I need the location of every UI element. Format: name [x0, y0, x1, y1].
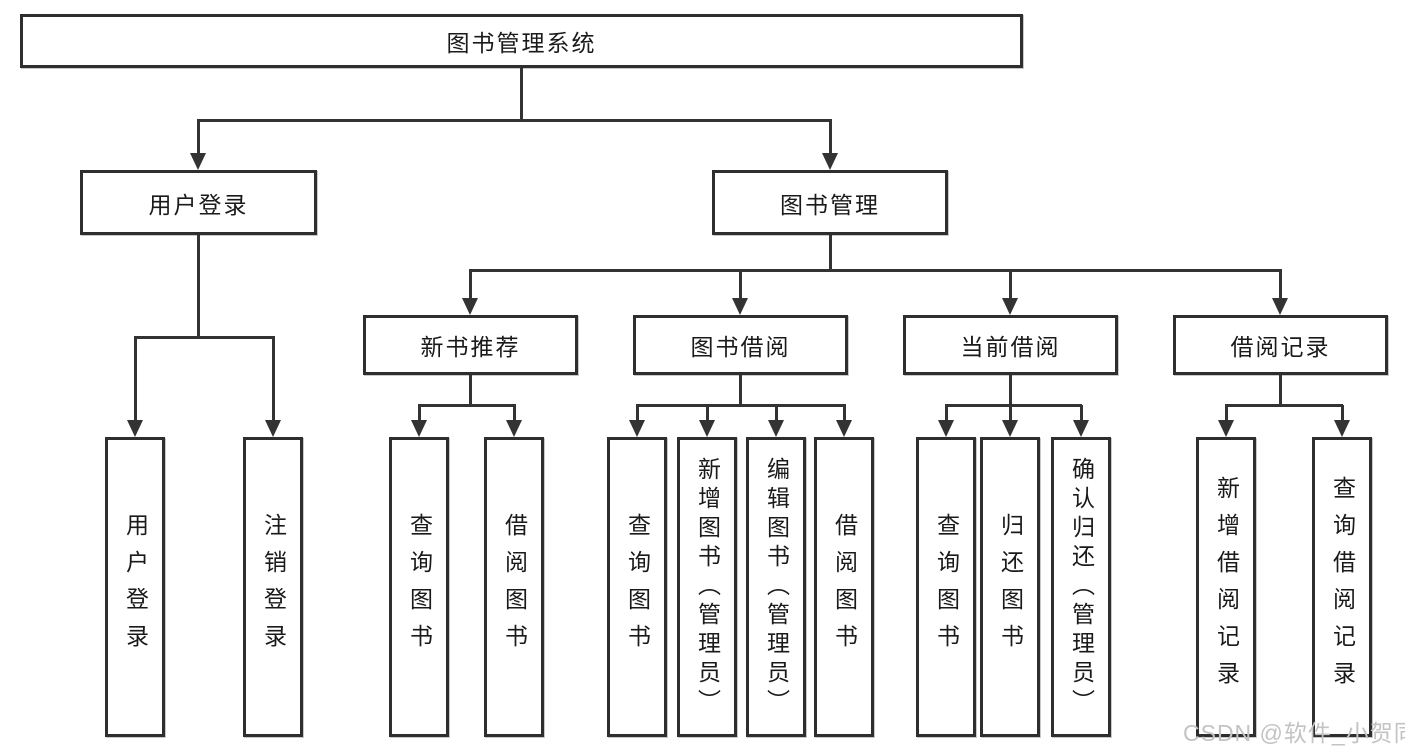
- arrow-down-icon: [1218, 420, 1234, 437]
- arrow-down-icon: [732, 298, 748, 315]
- connector-root-stem: [520, 68, 523, 122]
- connector-drop: [1009, 405, 1012, 422]
- node-current-borrow: 当前借阅: [903, 315, 1118, 375]
- leaf-current-confirm: 确认归还（管理员）: [1051, 437, 1111, 737]
- arrow-down-icon: [629, 420, 645, 437]
- connector-drop-user-login: [197, 120, 200, 156]
- leaf-logout: 注销登录: [243, 437, 303, 737]
- arrow-down-icon: [938, 420, 954, 437]
- connector-drop: [1341, 405, 1344, 422]
- leaf-borrow-edit-label: 编辑图书（管理员）: [763, 456, 790, 718]
- arrow-down-icon: [1272, 298, 1288, 315]
- leaf-user-login: 用户登录: [105, 437, 165, 737]
- node-user-login-label: 用户登录: [148, 191, 249, 218]
- arrow-down-icon: [127, 420, 143, 437]
- connector-drop: [1225, 405, 1228, 422]
- arrow-down-icon: [1002, 298, 1018, 315]
- leaf-newbooks-query-label: 查询图书: [406, 513, 433, 661]
- arrow-down-icon: [462, 298, 478, 315]
- connector-drop: [469, 270, 472, 300]
- node-new-books: 新书推荐: [363, 315, 578, 375]
- connector-drop: [706, 405, 709, 422]
- leaf-records-add-label: 新增借阅记录: [1213, 476, 1240, 698]
- watermark: CSDN @软件_小贺同学: [1183, 720, 1405, 746]
- leaf-records-add: 新增借阅记录: [1196, 437, 1256, 737]
- connector-drop: [843, 405, 846, 422]
- leaf-current-return-label: 归还图书: [997, 513, 1024, 661]
- arrow-down-icon: [768, 420, 784, 437]
- connector-bookmgmt-bar: [469, 269, 1282, 272]
- leaf-newbooks-borrow: 借阅图书: [484, 437, 544, 737]
- arrow-down-icon: [190, 153, 206, 170]
- leaf-newbooks-query: 查询图书: [389, 437, 449, 737]
- connector-currentborrow-bar: [945, 404, 1082, 407]
- node-book-borrow-label: 图书借阅: [690, 334, 791, 360]
- node-book-borrow: 图书借阅: [633, 315, 848, 375]
- connector-userlogin-bar: [134, 336, 275, 339]
- arrow-down-icon: [411, 420, 427, 437]
- leaf-borrow-add-label: 新增图书（管理员）: [694, 456, 721, 718]
- leaf-current-query-label: 查询图书: [933, 513, 960, 661]
- connector-records-stem: [1279, 375, 1282, 406]
- connector-drop: [636, 405, 639, 422]
- connector-bookborrow-bar: [636, 404, 846, 407]
- arrow-down-icon: [699, 420, 715, 437]
- connector-drop-book-mgmt: [829, 120, 832, 156]
- connector-drop: [513, 405, 516, 422]
- leaf-current-query: 查询图书: [916, 437, 976, 737]
- leaf-records-query: 查询借阅记录: [1312, 437, 1372, 737]
- leaf-newbooks-borrow-label: 借阅图书: [501, 513, 528, 661]
- leaf-borrow-add: 新增图书（管理员）: [677, 437, 737, 737]
- arrow-down-icon: [836, 420, 852, 437]
- leaf-borrow-edit: 编辑图书（管理员）: [746, 437, 806, 737]
- arrow-down-icon: [265, 420, 281, 437]
- connector-newbooks-bar: [418, 404, 516, 407]
- arrow-down-icon: [506, 420, 522, 437]
- node-current-borrow-label: 当前借阅: [960, 334, 1061, 360]
- node-book-mgmt: 图书管理: [712, 170, 948, 235]
- node-book-mgmt-label: 图书管理: [780, 191, 880, 218]
- leaf-borrow-book-label: 借阅图书: [831, 513, 858, 661]
- arrow-down-icon: [1334, 420, 1350, 437]
- leaf-borrow-query-label: 查询图书: [624, 513, 651, 661]
- leaf-borrow-book: 借阅图书: [814, 437, 874, 737]
- connector-drop: [418, 405, 421, 422]
- arrow-down-icon: [1073, 420, 1089, 437]
- connector-drop: [1279, 270, 1282, 300]
- leaf-current-confirm-label: 确认归还（管理员）: [1068, 456, 1095, 718]
- connector-drop: [1080, 405, 1083, 422]
- connector-newbooks-stem: [469, 375, 472, 406]
- connector-drop: [272, 337, 275, 422]
- connector-records-bar: [1225, 404, 1343, 407]
- connector-root-bar: [197, 119, 832, 122]
- node-borrow-records: 借阅记录: [1173, 315, 1388, 375]
- connector-drop: [775, 405, 778, 422]
- leaf-current-return: 归还图书: [980, 437, 1040, 737]
- leaf-user-login-label: 用户登录: [122, 513, 149, 661]
- leaf-borrow-query: 查询图书: [607, 437, 667, 737]
- connector-drop: [134, 337, 137, 422]
- connector-drop: [739, 270, 742, 300]
- leaf-records-query-label: 查询借阅记录: [1329, 476, 1356, 698]
- node-user-login: 用户登录: [80, 170, 317, 235]
- leaf-logout-label: 注销登录: [260, 513, 287, 661]
- node-root-label: 图书管理系统: [446, 30, 597, 56]
- node-borrow-records-label: 借阅记录: [1230, 334, 1331, 360]
- arrow-down-icon: [1002, 420, 1018, 437]
- node-root: 图书管理系统: [20, 14, 1023, 68]
- node-new-books-label: 新书推荐: [420, 334, 521, 360]
- connector-userlogin-stem: [197, 235, 200, 338]
- connector-bookborrow-stem: [739, 375, 742, 406]
- connector-currentborrow-stem: [1009, 375, 1012, 406]
- connector-drop: [1009, 270, 1012, 300]
- connector-drop: [945, 405, 948, 422]
- arrow-down-icon: [822, 153, 838, 170]
- connector-bookmgmt-stem: [829, 235, 832, 271]
